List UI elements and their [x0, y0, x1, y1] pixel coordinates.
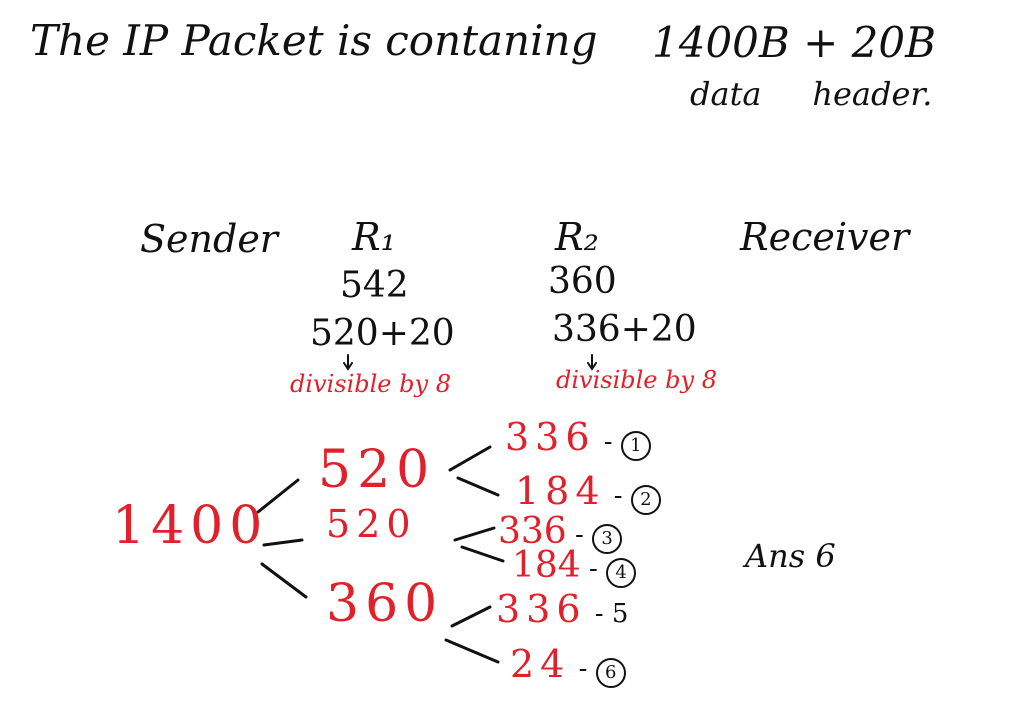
branch-520a-to-336 — [448, 445, 492, 472]
leaf-value: 336 — [496, 587, 587, 631]
leaf-fragment-5: 336 - 5 — [496, 587, 629, 631]
r2-mtu: 360 — [548, 261, 617, 302]
branch-520b-to-184 — [460, 545, 505, 563]
root-fragment: 1400 — [112, 496, 269, 556]
router-2-label: R₂ — [555, 215, 599, 259]
leaf-fragment-3: 336 - 3 — [498, 511, 623, 554]
fragment-520-b: 520 — [326, 502, 417, 546]
leaf-fragment-4: 184 - 4 — [512, 545, 637, 588]
branch-520b-to-336 — [453, 526, 496, 542]
fragment-520-a: 520 — [318, 440, 436, 500]
leaf-value: 24 — [510, 642, 571, 686]
r1-split: 520+20 — [310, 313, 455, 354]
answer: Ans 6 — [745, 537, 836, 575]
leaf-fragment-2: 184 - 2 — [515, 472, 661, 515]
r2-note: divisible by 8 — [556, 366, 717, 394]
receiver-label: Receiver — [740, 215, 910, 259]
packet-sizes: 1400B + 20B — [652, 18, 936, 67]
page-title: The IP Packet is contaning — [30, 16, 598, 65]
r2-arrow-head — [587, 362, 597, 371]
leaf-value: 184 — [512, 545, 581, 586]
leaf-value: 336 — [498, 511, 567, 552]
branch-360-to-24 — [444, 638, 500, 664]
branch-1400-to-360 — [260, 562, 308, 599]
leaf-fragment-1: 336 - 1 — [505, 418, 651, 461]
leaf-number: 5 — [611, 599, 629, 629]
packet-size-labels: data header. — [690, 75, 933, 113]
branch-360-to-336 — [450, 605, 492, 628]
r1-mtu: 542 — [340, 265, 409, 306]
leaf-number-circle: 4 — [606, 557, 637, 588]
leaf-value: 336 — [505, 415, 596, 459]
leaf-number-circle: 6 — [595, 657, 626, 688]
router-1-label: R₁ — [352, 215, 396, 259]
sender-label: Sender — [140, 217, 278, 261]
leaf-value: 184 — [515, 469, 606, 513]
branch-520a-to-184 — [456, 476, 500, 497]
leaf-number-circle: 3 — [592, 523, 623, 554]
r2-split: 336+20 — [552, 309, 697, 350]
leaf-number-circle: 2 — [630, 484, 661, 515]
leaf-fragment-6: 24 - 6 — [510, 645, 626, 688]
r1-note: divisible by 8 — [290, 370, 451, 398]
fragment-360: 360 — [326, 574, 444, 634]
branch-1400-to-520b — [262, 538, 304, 547]
branch-1400-to-520a — [256, 478, 300, 514]
leaf-number-circle: 1 — [620, 430, 651, 461]
r1-arrow-head — [343, 362, 353, 371]
